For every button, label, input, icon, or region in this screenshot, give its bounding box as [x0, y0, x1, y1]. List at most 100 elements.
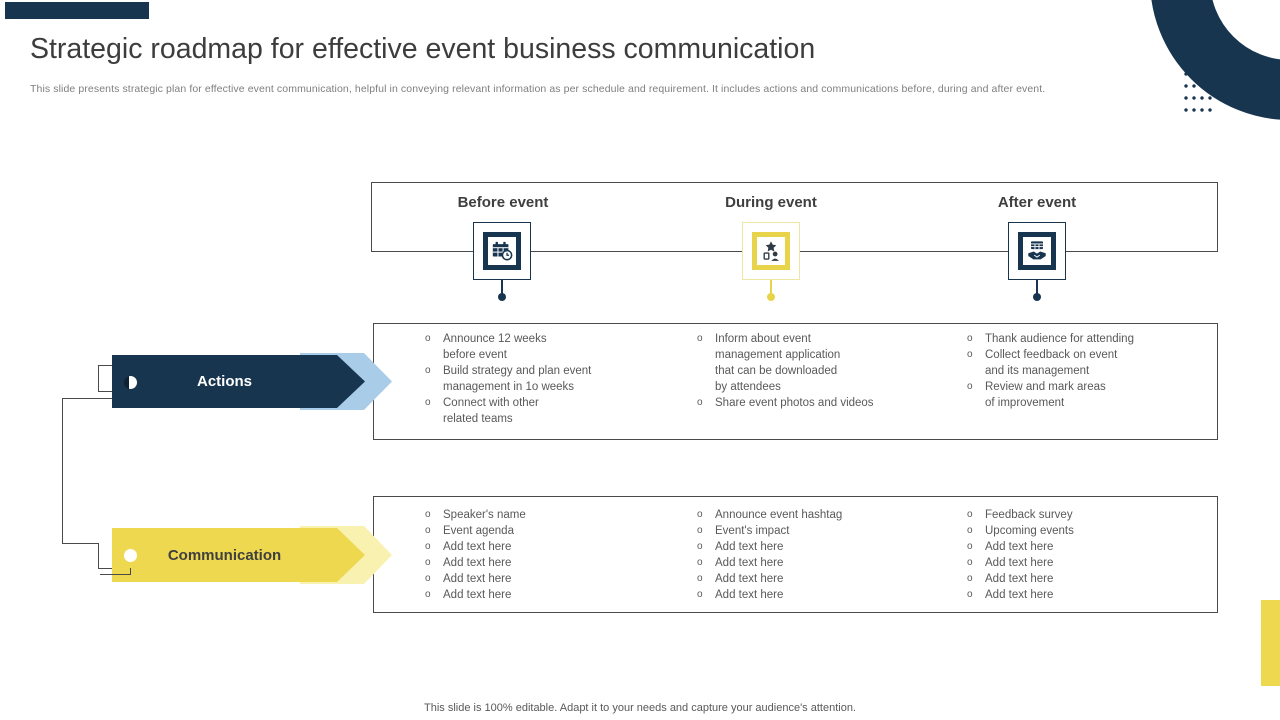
bullet-marker: o	[425, 397, 431, 408]
actions-row-label: Actions	[112, 355, 365, 408]
after-event-icon-tile	[1008, 222, 1066, 280]
during-event-icon-frame	[752, 232, 790, 270]
bullet-text: Announce 12 weeks before event	[443, 333, 547, 361]
bullet-item: o Share event photos and videos	[695, 395, 953, 411]
actions-bullet-circle	[124, 376, 137, 389]
bullet-marker: o	[967, 381, 973, 392]
handshake-calendar-icon	[1028, 241, 1046, 260]
bullet-item: o Inform about event management applicati…	[695, 331, 953, 395]
communication-label-text: Communication	[167, 546, 282, 564]
during-event-stem	[770, 280, 772, 294]
right-accent-bar	[1261, 600, 1280, 686]
connector-line	[98, 365, 113, 366]
connector-line	[62, 398, 113, 399]
bullet-marker: o	[425, 365, 431, 376]
bullet-marker: o	[697, 509, 703, 520]
connector-line	[98, 365, 99, 392]
bullet-text: Add text here	[715, 589, 784, 601]
bullet-marker: o	[967, 509, 973, 520]
bullet-item: o Connect with other related teams	[423, 395, 681, 427]
dots-pattern	[1182, 56, 1213, 115]
bullet-item: o Announce 12 weeks before event	[423, 331, 681, 363]
bullet-marker: o	[967, 557, 973, 568]
bullet-text: Thank audience for attending	[985, 333, 1134, 345]
before-event-dot	[498, 293, 506, 301]
bullet-text: Inform about event management applicatio…	[715, 333, 841, 393]
bullet-item: o Add text here	[423, 539, 681, 555]
bullet-marker: o	[425, 509, 431, 520]
actions-label-text: Actions	[196, 373, 252, 390]
bullet-marker: o	[967, 589, 973, 600]
bullet-marker: o	[697, 397, 703, 408]
bullet-marker: o	[697, 333, 703, 344]
bullet-text: Add text here	[985, 541, 1054, 553]
bullet-marker: o	[425, 589, 431, 600]
bullet-marker: o	[697, 589, 703, 600]
bullet-text: Review and mark areas of improvement	[985, 381, 1106, 409]
bullet-text: Collect feedback on event and its manage…	[985, 349, 1118, 377]
after-event-stem	[1036, 280, 1038, 294]
presenter-badge-icon	[763, 241, 779, 261]
bullet-marker: o	[697, 525, 703, 536]
after-event-dot	[1033, 293, 1041, 301]
bullet-marker: o	[967, 573, 973, 584]
bullet-marker: o	[697, 541, 703, 552]
bullet-text: Add text here	[443, 573, 512, 585]
bullet-text: Event's impact	[715, 525, 790, 537]
bullet-text: Share event photos and videos	[715, 397, 874, 409]
bullet-marker: o	[697, 573, 703, 584]
during-event-icon-tile	[742, 222, 800, 280]
bullet-marker: o	[425, 333, 431, 344]
footer-note: This slide is 100% editable. Adapt it to…	[424, 702, 856, 714]
bullet-item: o Announce event hashtag	[695, 507, 953, 523]
connector-line	[62, 398, 63, 544]
bullet-text: Event agenda	[443, 525, 514, 537]
bullet-marker: o	[967, 349, 973, 360]
connector-line	[62, 543, 99, 544]
after-event-icon-frame	[1018, 232, 1056, 270]
bullet-item: o Collect feedback on event and its manag…	[965, 347, 1223, 379]
during-event-dot	[767, 293, 775, 301]
connector-line	[130, 568, 131, 575]
communication-bullet-circle	[124, 549, 137, 562]
cell-actions-during: o Inform about event management applicati…	[695, 331, 953, 411]
bullet-item: o Review and mark areas of improvement	[965, 379, 1223, 411]
bullet-marker: o	[425, 541, 431, 552]
bullet-text: Add text here	[985, 573, 1054, 585]
bullet-text: Announce event hashtag	[715, 509, 843, 521]
bullet-text: Connect with other related teams	[443, 397, 539, 425]
before-event-icon-tile	[473, 222, 531, 280]
connector-line	[98, 543, 99, 569]
communication-row-label: Communication	[112, 528, 365, 582]
bullet-text: Add text here	[715, 541, 784, 553]
column-header-during-event: During event	[725, 194, 817, 211]
bullet-item: o Add text here	[695, 539, 953, 555]
bullet-item: o Add text here	[965, 571, 1223, 587]
bullet-text: Add text here	[443, 541, 512, 553]
connector-line	[98, 391, 113, 392]
bullet-marker: o	[967, 525, 973, 536]
bullet-item: o Add text here	[695, 587, 953, 603]
bullet-text: Add text here	[715, 557, 784, 569]
page-title: Strategic roadmap for effective event bu…	[30, 33, 816, 65]
before-event-icon-frame	[483, 232, 521, 270]
bullet-item: o Speaker's name	[423, 507, 681, 523]
calendar-clock-icon	[492, 241, 513, 261]
bullet-text: Speaker's name	[443, 509, 526, 521]
bullet-text: Add text here	[443, 557, 512, 569]
